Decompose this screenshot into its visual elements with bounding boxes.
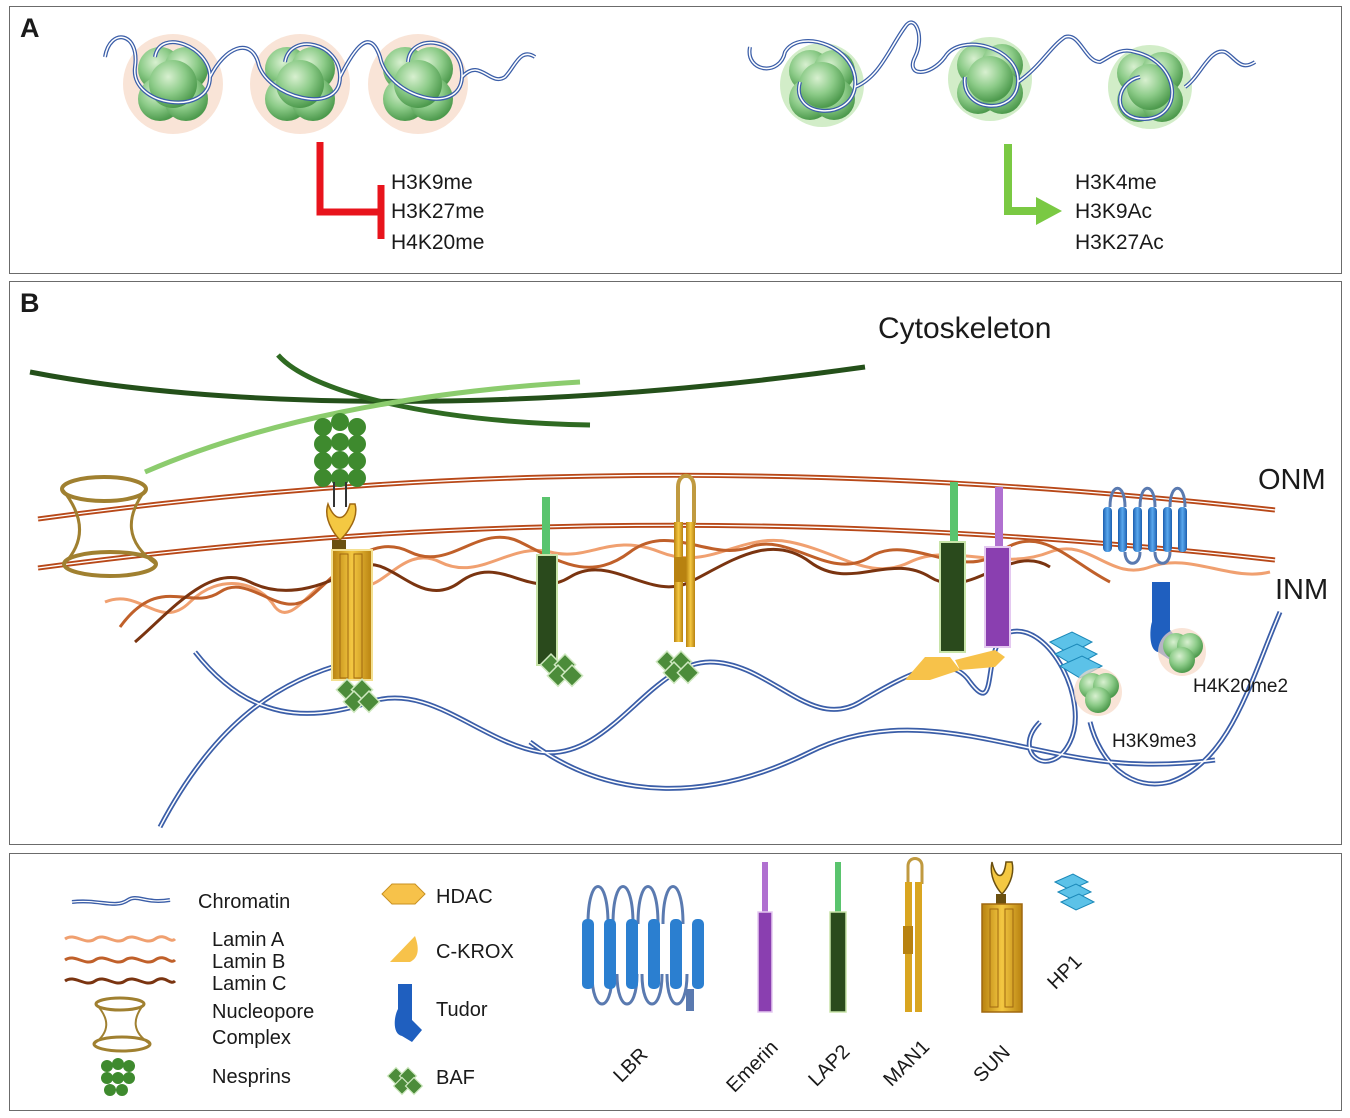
- active-mark-3: H3K27Ac: [1075, 231, 1164, 254]
- repressed-nucleosome: [250, 34, 350, 134]
- h3k9me3-nucleosome: [1074, 668, 1122, 716]
- repressive-mark-2: H3K27me: [391, 200, 485, 223]
- legend-emerin-swatch: [757, 862, 773, 1013]
- repressive-mark-1: H3K9me: [391, 171, 473, 194]
- legend-lbr-swatch: [582, 885, 704, 1011]
- legend-nesprins-label: Nesprins: [212, 1066, 291, 1088]
- legend-hdac-label: HDAC: [436, 886, 493, 908]
- legend-drawing: [64, 857, 1096, 1096]
- cytoskeleton-label: Cytoskeleton: [878, 312, 1052, 345]
- h4k20me2-label: H4K20me2: [1193, 676, 1289, 697]
- active-arrow: [1004, 144, 1062, 225]
- legend-hdac-swatch: [381, 883, 426, 905]
- legend-panel: Chromatin Lamin A Lamin B Lamin C Nucleo…: [9, 853, 1342, 1111]
- legend-lap2-swatch: [829, 862, 847, 1013]
- legend-nucleopore-swatch: [92, 996, 152, 1053]
- legend-complex-label: Complex: [212, 1027, 291, 1049]
- active-mark-1: H3K4me: [1075, 171, 1157, 194]
- panel-a-drawing: [103, 20, 1257, 239]
- repressive-arrow: [316, 142, 385, 239]
- legend-tudor-swatch: [394, 984, 422, 1042]
- legend-lamin-c-swatch: [64, 977, 177, 985]
- active-nucleosome-array: [747, 20, 1257, 129]
- sun-protein: [326, 501, 373, 681]
- lap2-emerin-pair: [939, 482, 1011, 653]
- panel-a: A: [9, 6, 1342, 274]
- legend-lamin-b-swatch: [64, 956, 177, 964]
- nesprins: [314, 413, 366, 507]
- baf-clusters: [335, 650, 700, 714]
- legend-hp1-swatch: [1053, 873, 1096, 911]
- h4k20me2-nucleosome: [1158, 628, 1206, 676]
- repressive-mark-3: H4K20me: [391, 231, 485, 254]
- inm-label: INM: [1275, 574, 1329, 606]
- panel-b-label: B: [20, 288, 40, 318]
- man1-protein: [674, 473, 696, 647]
- repressed-nucleosome-array: [103, 34, 537, 134]
- legend-lamin-b-label: Lamin B: [212, 951, 286, 973]
- chromatin-fiber: [157, 611, 1283, 829]
- legend-chromatin-label: Chromatin: [198, 891, 291, 913]
- legend-baf-swatch: [386, 1066, 424, 1096]
- legend-lamin-a-label: Lamin A: [212, 929, 285, 951]
- legend-nesprins-swatch: [101, 1058, 135, 1096]
- legend-man1-swatch: [903, 857, 924, 1012]
- legend-tudor-label: Tudor: [436, 999, 488, 1021]
- panel-b: B: [9, 281, 1342, 845]
- hp1-cluster: [1048, 631, 1104, 679]
- onm-label: ONM: [1258, 464, 1326, 496]
- nucleopore-complex: [60, 475, 158, 578]
- legend-baf-label: BAF: [436, 1067, 475, 1089]
- legend-lamin-a-swatch: [64, 935, 177, 943]
- h3k9me3-label: H3K9me3: [1112, 731, 1197, 752]
- lap2-protein: [536, 497, 558, 666]
- repressed-nucleosome: [123, 34, 223, 134]
- hdac-ckrox: [905, 650, 1005, 680]
- panel-b-drawing: [29, 353, 1283, 829]
- legend-ckrox-label: C-KROX: [436, 941, 514, 963]
- legend-sun-swatch: [981, 861, 1023, 1013]
- legend-lamin-c-label: Lamin C: [212, 973, 287, 995]
- cytoskeleton-filaments: [29, 353, 866, 475]
- lbr-protein: [1103, 486, 1187, 565]
- legend-ckrox-swatch: [390, 936, 418, 962]
- panel-a-label: A: [20, 13, 40, 43]
- active-nucleosome: [780, 43, 864, 127]
- active-mark-2: H3K9Ac: [1075, 200, 1153, 223]
- legend-nucleopore-label: Nucleopore: [212, 1001, 315, 1023]
